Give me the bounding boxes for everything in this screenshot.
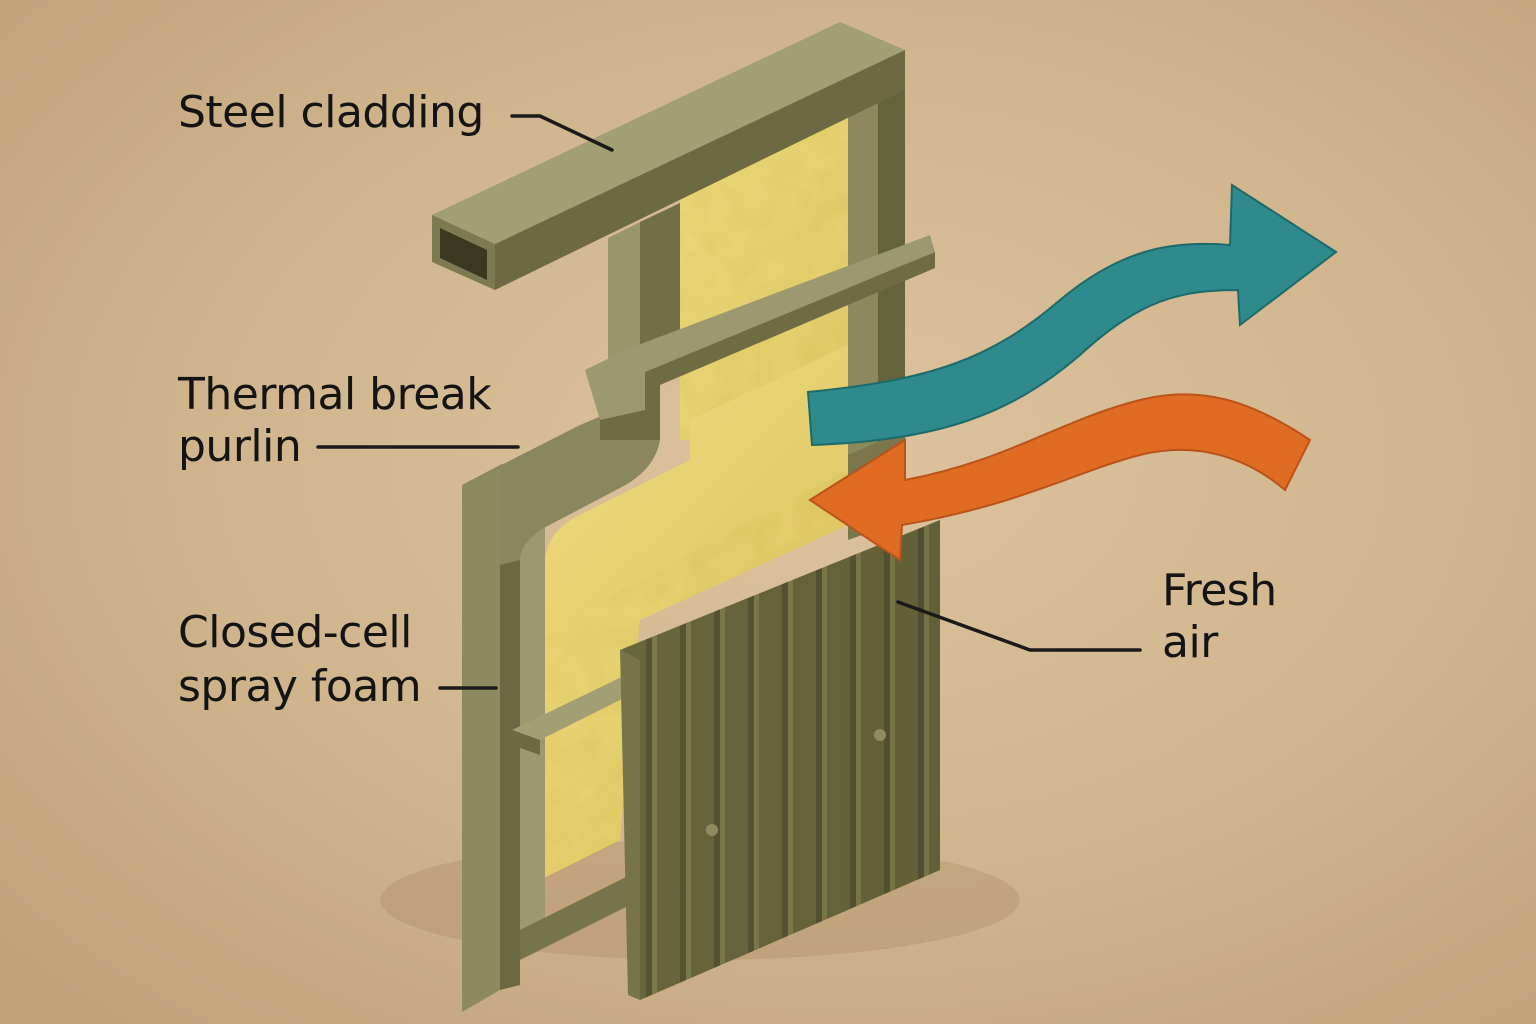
- lower-rail: [512, 668, 640, 755]
- thermal-break-purlin: [462, 235, 935, 565]
- label-steel-cladding: Steel cladding: [178, 87, 484, 138]
- steel-stud-left: [462, 203, 680, 1012]
- label-thermal-break-line1: Thermal break: [178, 369, 492, 420]
- label-thermal-break-line2: purlin: [178, 421, 302, 472]
- leader-steel-cladding: [510, 114, 614, 152]
- orange-arrow-left-icon: [808, 393, 1312, 562]
- screw-icon: [874, 729, 886, 741]
- screw-icon: [706, 824, 718, 836]
- label-fresh-air-line2: air: [1162, 617, 1218, 668]
- label-fresh-air-line1: Fresh: [1162, 565, 1277, 616]
- leader-fresh-air: [896, 600, 1142, 652]
- label-spray-foam-line1: Closed-cell: [178, 607, 412, 658]
- teal-arrow-right-icon: [806, 183, 1338, 447]
- label-spray-foam-line2: spray foam: [178, 661, 422, 712]
- steel-tube-beam: [432, 22, 905, 290]
- corrugated-cladding-sheet: [620, 520, 940, 1000]
